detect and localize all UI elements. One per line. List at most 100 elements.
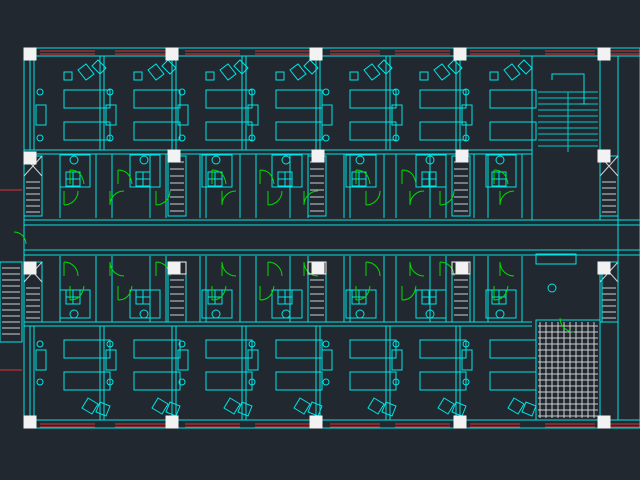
lamp-icon <box>36 88 44 96</box>
bed-icon <box>63 339 111 359</box>
bed-icon <box>419 371 467 391</box>
side-table-icon <box>133 71 143 81</box>
door-swing-icon <box>13 231 27 245</box>
door-swing-icon <box>365 261 381 277</box>
bed-icon <box>205 89 253 109</box>
structural-column-icon <box>23 151 37 165</box>
side-table-icon <box>63 71 73 81</box>
lamp-icon <box>178 340 186 348</box>
nightstand-icon <box>177 349 189 371</box>
bed-icon <box>205 371 253 391</box>
chair-icon <box>223 397 241 415</box>
elevator-header <box>535 253 577 265</box>
sink-icon <box>69 155 79 165</box>
bed-icon <box>419 339 467 359</box>
structural-column-icon <box>23 261 37 275</box>
structural-column-icon <box>597 47 611 61</box>
lamp-icon <box>322 340 330 348</box>
structural-column-icon <box>167 261 181 275</box>
bed-icon <box>349 339 397 359</box>
lamp-icon <box>106 378 114 386</box>
door-swing-icon <box>211 285 227 301</box>
nightstand-icon <box>35 349 47 371</box>
nightstand-icon <box>321 104 333 126</box>
lamp-icon <box>248 378 256 386</box>
structural-column-icon <box>597 415 611 429</box>
lamp-icon <box>462 134 470 142</box>
bed-icon <box>205 339 253 359</box>
nightstand-icon <box>391 104 403 126</box>
chair-icon <box>521 401 537 417</box>
shower-tray-icon <box>345 154 377 188</box>
lamp-icon <box>248 88 256 96</box>
chair-icon <box>447 59 463 75</box>
stairs <box>2 55 601 335</box>
shower-tray-icon <box>271 154 303 188</box>
door-swing-icon <box>401 169 417 185</box>
shower-tray-icon <box>201 154 233 188</box>
nightstand-icon <box>35 104 47 126</box>
door-swing-icon <box>493 169 509 185</box>
drain-icon <box>547 283 557 293</box>
nightstand-icon <box>391 349 403 371</box>
structural-column-icon <box>453 47 467 61</box>
sink-icon <box>69 309 79 319</box>
bed-icon <box>63 89 111 109</box>
structural-column-icon <box>309 415 323 429</box>
nightstand-icon <box>247 349 259 371</box>
bed-icon <box>205 121 253 141</box>
structural-column-icon <box>597 261 611 275</box>
lamp-icon <box>462 340 470 348</box>
bed-icon <box>63 121 111 141</box>
sink-icon <box>495 155 505 165</box>
chair-icon <box>91 59 107 75</box>
lamp-icon <box>392 88 400 96</box>
lamp-icon <box>106 88 114 96</box>
lamp-icon <box>322 134 330 142</box>
hatched-room <box>535 319 601 421</box>
chair-icon <box>433 63 451 81</box>
left-stair-enclosure <box>0 261 23 343</box>
side-table-icon <box>419 71 429 81</box>
bed-icon <box>275 121 323 141</box>
doors <box>13 169 575 333</box>
door-swing-icon <box>355 169 371 185</box>
chair-icon <box>81 397 99 415</box>
chair-icon <box>219 63 237 81</box>
bed-icon <box>419 121 467 141</box>
chair-icon <box>151 397 169 415</box>
lamp-icon <box>178 134 186 142</box>
lamp-icon <box>106 340 114 348</box>
sink-icon <box>425 309 435 319</box>
door-swing-icon <box>355 285 371 301</box>
chair-icon <box>293 397 311 415</box>
bed-icon <box>489 371 537 391</box>
furniture <box>23 59 619 418</box>
nightstand-icon <box>105 349 117 371</box>
chair-icon <box>381 401 397 417</box>
lamp-icon <box>392 134 400 142</box>
chair-icon <box>377 59 393 75</box>
stair-arrow <box>551 73 585 104</box>
structural-column-icon <box>455 261 469 275</box>
lamp-icon <box>322 378 330 386</box>
bed-icon <box>489 339 537 359</box>
shower-tray-icon <box>59 154 91 188</box>
shower-tray-icon <box>485 154 517 188</box>
chair-icon <box>165 401 181 417</box>
sink-icon <box>281 309 291 319</box>
lamp-icon <box>178 88 186 96</box>
bed-icon <box>133 89 181 109</box>
lamp-icon <box>392 378 400 386</box>
chair-icon <box>303 59 319 75</box>
side-table-icon <box>275 71 285 81</box>
nightstand-icon <box>247 104 259 126</box>
shower-tray-icon <box>129 154 161 188</box>
sink-icon <box>281 155 291 165</box>
door-swing-icon <box>69 169 85 185</box>
bed-icon <box>489 121 537 141</box>
chair-icon <box>237 401 253 417</box>
door-swing-icon <box>259 285 275 301</box>
structural-column-icon <box>23 47 37 61</box>
